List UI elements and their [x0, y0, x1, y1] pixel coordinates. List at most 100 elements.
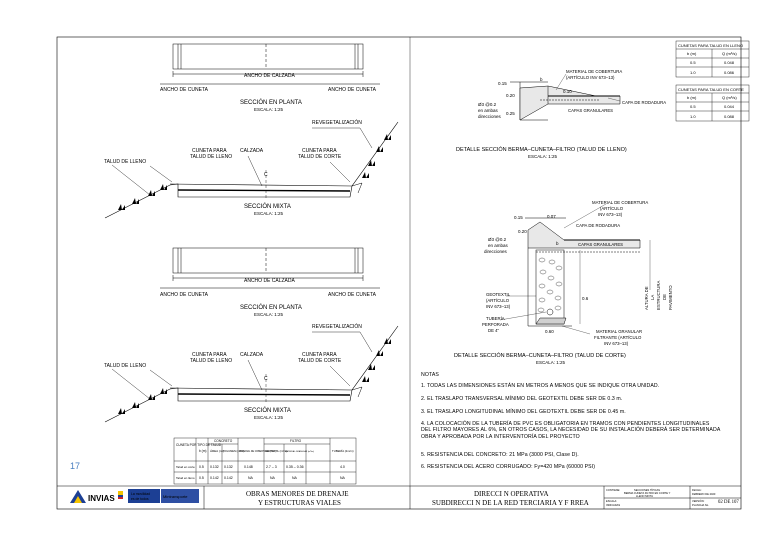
d2-altura-label: ALTURA DE LA ESTRUCTURA DE PAVIMENTO [644, 281, 673, 310]
plan2-ancho-cuneta-left: ANCHO DE CUNETA [160, 292, 209, 298]
plan2-scale: ESCALA: 1:25 [254, 312, 284, 317]
d1-capas-granulares: CAPAS GRANULARES [568, 108, 613, 113]
d2-altura-1: ALTURA DE [644, 286, 649, 310]
sec1-talud-lleno: TALUD DE LLENO [104, 159, 146, 165]
d2-mat-2: (ARTÍCULO [600, 206, 624, 211]
d2-rebar-1: Ø3 @0.2 [488, 237, 507, 242]
flow-tables-grid [675, 40, 750, 122]
note-4: 4. LA COLOCACIÓN DE LA TUBERÍA DE PVC ES… [421, 421, 721, 440]
d2-granular-1: MATERIAL GRANULAR [596, 329, 642, 334]
qty-h-cobertura: MATERIAL DE COBERTURA (m³/m) [239, 450, 277, 453]
logo-mintransporte: Mintransporte [163, 494, 188, 499]
table-lleno-cell: 1.0 [690, 70, 696, 75]
mixed-section-2 [104, 325, 399, 423]
plan1-ancho-cuneta-right: ANCHO DE CUNETA [328, 87, 377, 93]
d2-capa-rodadura: CAPA DE RODADURA [576, 223, 620, 228]
table-lleno-cell: 0.5 [690, 60, 696, 65]
d1-rebar-2: en ambas [478, 108, 499, 113]
plan1-ancho-calzada: ANCHO DE CALZADA [244, 73, 296, 79]
d2-rebar-3: direcciones [484, 249, 508, 254]
box-fecha-v: FEBRERO DE 2020 [692, 492, 716, 496]
qty-h-granular: MATERIAL GRANULAR (m³/m) [285, 450, 314, 453]
d2-capas-granulares: CAPAS GRANULARES [578, 242, 623, 247]
d2-altura-4: DE [662, 294, 667, 300]
qty-cell: NA [248, 476, 254, 480]
plan-section-1 [160, 43, 380, 85]
d1-mat-1: MATERIAL DE COBERTURA [566, 69, 622, 74]
table-lleno-h2: Q (m³/s) [722, 51, 737, 56]
qty-cell: 0.5 [199, 465, 204, 469]
vegetation-1 [118, 134, 391, 210]
gov-logo: La movilidad es de todos Mintransporte [118, 489, 199, 503]
d1-capa-rodadura: CAPA DE RODADURA [622, 100, 666, 105]
invias-logo: INVIAS [70, 490, 115, 503]
d2-tuberia-3: DE 4" [488, 328, 500, 333]
sec2-cuneta-lleno-1: CUNETA PARA [192, 352, 227, 358]
qty-cell: 0.148 [244, 465, 253, 469]
table-lleno-cell: 0.086 [724, 70, 735, 75]
table-corte-cell: 1.0 [690, 114, 696, 119]
detail-corte-drawing [499, 203, 651, 335]
detail-lleno-drawing [510, 73, 621, 121]
table-corte-h2: Q (m³/s) [722, 95, 737, 100]
table-corte-cell: 0.088 [724, 114, 735, 119]
sec1-scale: ESCALA: 1:25 [254, 211, 284, 216]
note-6: 6. RESISTENCIA DEL ACERO CORRUGADO: Fy=4… [421, 464, 596, 470]
table-corte-title: CUNETAS PARA TALUD EN CORTE [678, 87, 744, 92]
qty-cell: 0.132 [210, 465, 219, 469]
plan2-title: SECCIÓN EN PLANTA [240, 304, 302, 311]
box-contiene: CONTIENE: [606, 488, 620, 492]
box-escala-v: INDICADAS [606, 503, 620, 507]
sec2-cuneta-corte-2: TALUD DE CORTE [298, 358, 342, 364]
d2-altura-3: ESTRUCTURA [656, 281, 661, 310]
d2-dim-060: 0.60 [545, 329, 554, 334]
sec2-revegetalizacion: REVEGETALIZACIÓN [312, 323, 362, 330]
note-5: 5. RESISTENCIA DEL CONCRETO: 21 MPa (300… [421, 452, 579, 458]
plan2-ancho-calzada: ANCHO DE CALZADA [244, 278, 296, 284]
qty-cell: 0.132 [224, 465, 233, 469]
title-block-grid [57, 485, 741, 509]
sec1-cuneta-corte-1: CUNETA PARA [302, 148, 337, 154]
sec2-cuneta-corte-1: CUNETA PARA [302, 352, 337, 358]
d1-rebar-1: Ø3 @0.2 [478, 102, 497, 107]
sec1-cuneta-lleno-1: CUNETA PARA [192, 148, 227, 154]
d2-dim-015: 0.15 [514, 215, 523, 220]
box-c2: BERMA CUNETA FILTRO EN CORTE Y [624, 491, 671, 495]
quantity-table-grid [173, 437, 357, 485]
notes-heading: NOTAS [421, 372, 439, 378]
qty-cell: Talud en corte [176, 465, 195, 469]
logo-gov-2: es de todos [131, 497, 149, 501]
box-version: VERSIÓN: [692, 498, 705, 503]
sheet-number: 02 DE 107 [718, 500, 739, 505]
qty-h-tuberia: TUBERÍA (2m/m) [332, 449, 354, 453]
plan2-ancho-cuneta-right: ANCHO DE CUNETA [328, 292, 377, 298]
d2-rebar-2: en ambas [488, 243, 509, 248]
qty-cell: Talud en lleno [176, 476, 195, 480]
sec1-calzada: CALZADA [240, 148, 264, 154]
d1-dim-025: 0.25 [506, 111, 515, 116]
qty-h-cuneta: CUNETA POR TIPO DE TALUD [176, 443, 222, 447]
d1-scale: ESCALA: 1:25 [528, 154, 558, 159]
qty-h-geotextil: GEOTEXTIL (m²/m) [265, 450, 287, 453]
d1-rebar-3: direcciones [478, 114, 502, 119]
d1-dim-b: b [540, 77, 543, 82]
d2-granular-3: INV 673–13) [604, 341, 629, 346]
page-number: 17 [70, 461, 81, 471]
qty-cell: 2.7 – 3 [266, 465, 277, 469]
mixed-section-1 [104, 121, 399, 219]
table-corte-cell: 0.5 [690, 104, 696, 109]
d1-dim-010: 0.10 [563, 89, 572, 94]
qty-cell: NA [292, 476, 298, 480]
qty-cell: NA [270, 476, 276, 480]
qty-h-concreto: CONCRETO [214, 439, 233, 443]
sec2-scale: ESCALA: 1:25 [254, 415, 284, 420]
table-corte-h1: b (m) [687, 95, 697, 100]
qty-cell: 0.35 – 0.36 [286, 465, 304, 469]
qty-cell: 4.0 [340, 465, 345, 469]
sec2-centerline: C [264, 376, 268, 382]
footer-title-2: Y ESTRUCTURAS VIALES [258, 499, 341, 507]
d2-granular-2: FILTRANTE (ARTÍCULO [594, 335, 642, 340]
qty-h-filtro: FILTRO [290, 439, 302, 443]
sec1-revegetalizacion: REVEGETALIZACIÓN [312, 119, 362, 126]
note-2: 2. EL TRASLAPO TRANSVERSAL MÍNIMO DEL GE… [421, 396, 623, 402]
